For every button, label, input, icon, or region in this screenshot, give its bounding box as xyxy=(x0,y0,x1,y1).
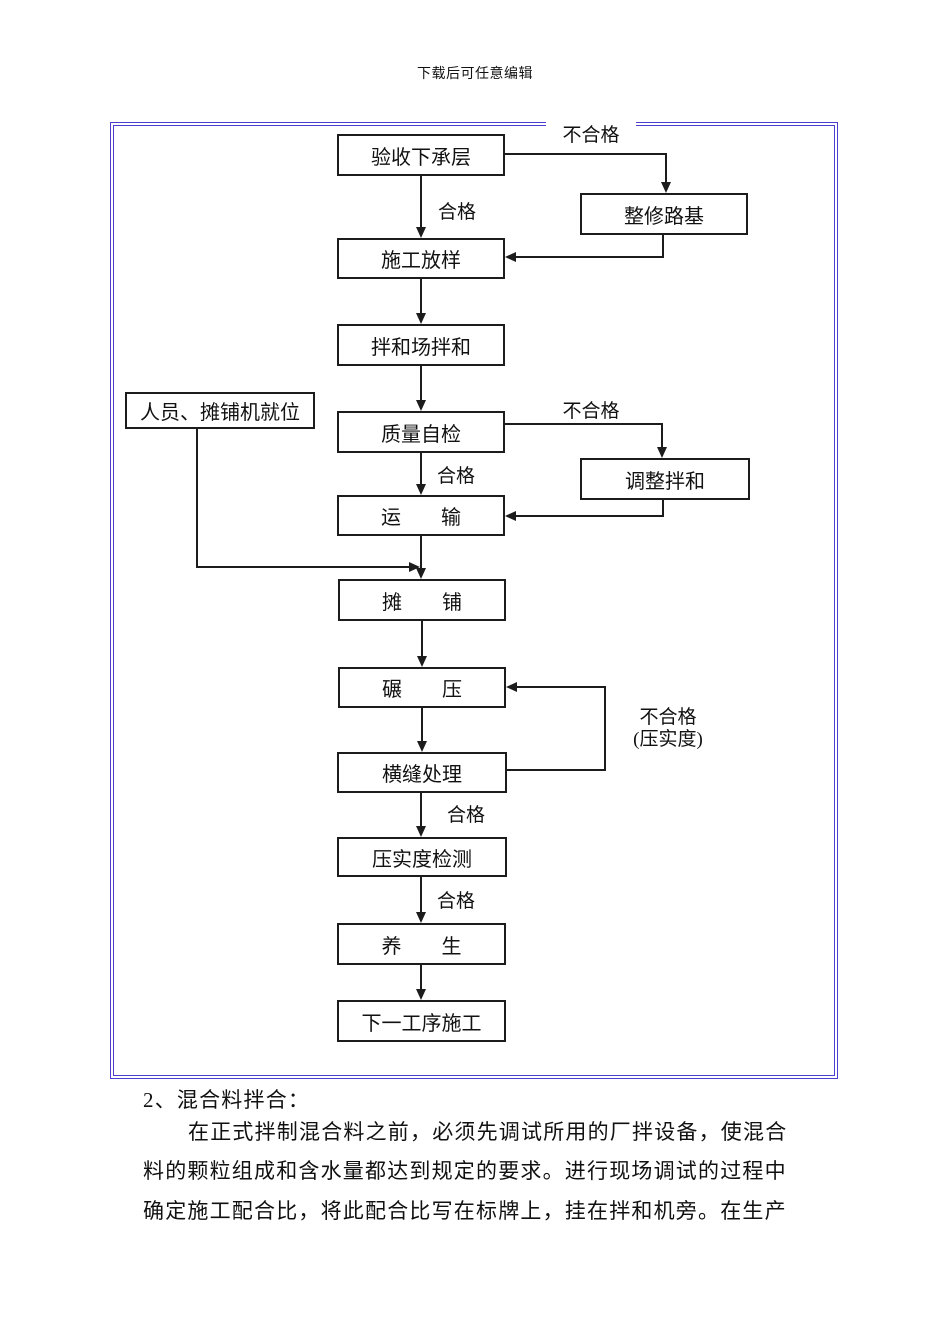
connector-line xyxy=(420,877,422,913)
edge-label-pass-3: 合格 xyxy=(446,804,485,826)
connector-line xyxy=(420,453,422,485)
arrow-head xyxy=(506,682,517,692)
paragraph-line: 确定施工配合比，将此配合比写在标牌上，挂在拌和机旁。在生产 xyxy=(143,1199,787,1223)
edge-label-fail-compaction-line1: 不合格 xyxy=(639,707,697,728)
flow-node-paving: 摊 铺 xyxy=(338,579,506,621)
arrow-head xyxy=(416,484,426,495)
flow-node-next-process: 下一工序施工 xyxy=(337,1000,506,1042)
flow-node-quality-self-check: 质量自检 xyxy=(337,411,505,453)
connector-line xyxy=(505,153,667,155)
paragraph-line: 料的颗粒组成和含水量都达到规定的要求。进行现场调试的过程中 xyxy=(143,1159,787,1183)
section-heading: 2、混合料拌合： xyxy=(143,1088,311,1112)
flow-node-compaction-test: 压实度检测 xyxy=(337,837,507,877)
arrow-head xyxy=(416,826,426,837)
arrow-head xyxy=(505,252,516,262)
flow-node-transport: 运 输 xyxy=(337,495,505,536)
flow-node-crew-paver-ready: 人员、摊铺机就位 xyxy=(125,392,315,429)
arrow-head xyxy=(409,562,420,572)
connector-line xyxy=(420,366,422,401)
connector-line xyxy=(516,515,664,517)
connector-line xyxy=(661,423,663,448)
connector-line xyxy=(516,256,664,258)
arrow-head xyxy=(416,313,426,324)
connector-line xyxy=(421,708,423,742)
arrow-head xyxy=(417,656,427,667)
connector-line xyxy=(196,429,198,568)
connector-line xyxy=(420,176,422,228)
arrow-head xyxy=(657,447,667,458)
connector-line xyxy=(420,965,422,990)
flow-node-repair-roadbed: 整修路基 xyxy=(580,193,748,235)
connector-line xyxy=(604,687,606,771)
arrow-head xyxy=(416,912,426,923)
edge-label-pass-4: 合格 xyxy=(436,890,475,912)
arrow-head xyxy=(661,182,671,193)
connector-line xyxy=(420,536,422,569)
connector-line xyxy=(662,500,664,517)
connector-line xyxy=(665,153,667,184)
flow-node-curing: 养 生 xyxy=(337,923,506,965)
connector-line xyxy=(420,279,422,315)
connector-line xyxy=(505,423,663,425)
connector-line xyxy=(420,793,422,827)
flowchart-frame: 验收下承层 整修路基 施工放样 拌和场拌和 人员、摊铺机就位 质量自检 调整拌和… xyxy=(110,120,838,1079)
connector-line xyxy=(421,621,423,657)
flow-node-construction-layout: 施工放样 xyxy=(337,238,505,279)
flow-node-adjust-mixing: 调整拌和 xyxy=(580,458,750,500)
connector-line xyxy=(662,235,664,258)
arrow-head xyxy=(416,227,426,238)
arrow-head xyxy=(416,989,426,1000)
arrow-head xyxy=(417,741,427,752)
edge-label-fail-compaction-line2: (压实度) xyxy=(633,729,703,750)
flow-node-rolling: 碾 压 xyxy=(338,667,506,708)
flow-node-plant-mixing: 拌和场拌和 xyxy=(337,324,505,366)
edge-label-fail-top: 不合格 xyxy=(546,120,636,147)
arrow-head xyxy=(416,400,426,411)
edit-hint-text: 下载后可任意编辑 xyxy=(417,67,533,82)
flow-node-joint-treatment: 横缝处理 xyxy=(337,752,507,793)
paragraph-line: 在正式拌制混合料之前，必须先调试所用的厂拌设备，使混合 xyxy=(188,1120,788,1144)
arrow-head xyxy=(505,511,516,521)
flow-node-accept-sublayer: 验收下承层 xyxy=(337,134,505,176)
connector-line xyxy=(196,566,409,568)
connector-line xyxy=(517,686,606,688)
connector-line xyxy=(507,769,606,771)
edge-label-fail-compaction: 不合格(压实度) xyxy=(614,705,722,753)
edge-label-pass-1: 合格 xyxy=(437,201,476,223)
edge-label-pass-2: 合格 xyxy=(436,465,475,487)
arrow-head xyxy=(416,568,426,579)
edge-label-fail-self-check: 不合格 xyxy=(562,400,620,422)
